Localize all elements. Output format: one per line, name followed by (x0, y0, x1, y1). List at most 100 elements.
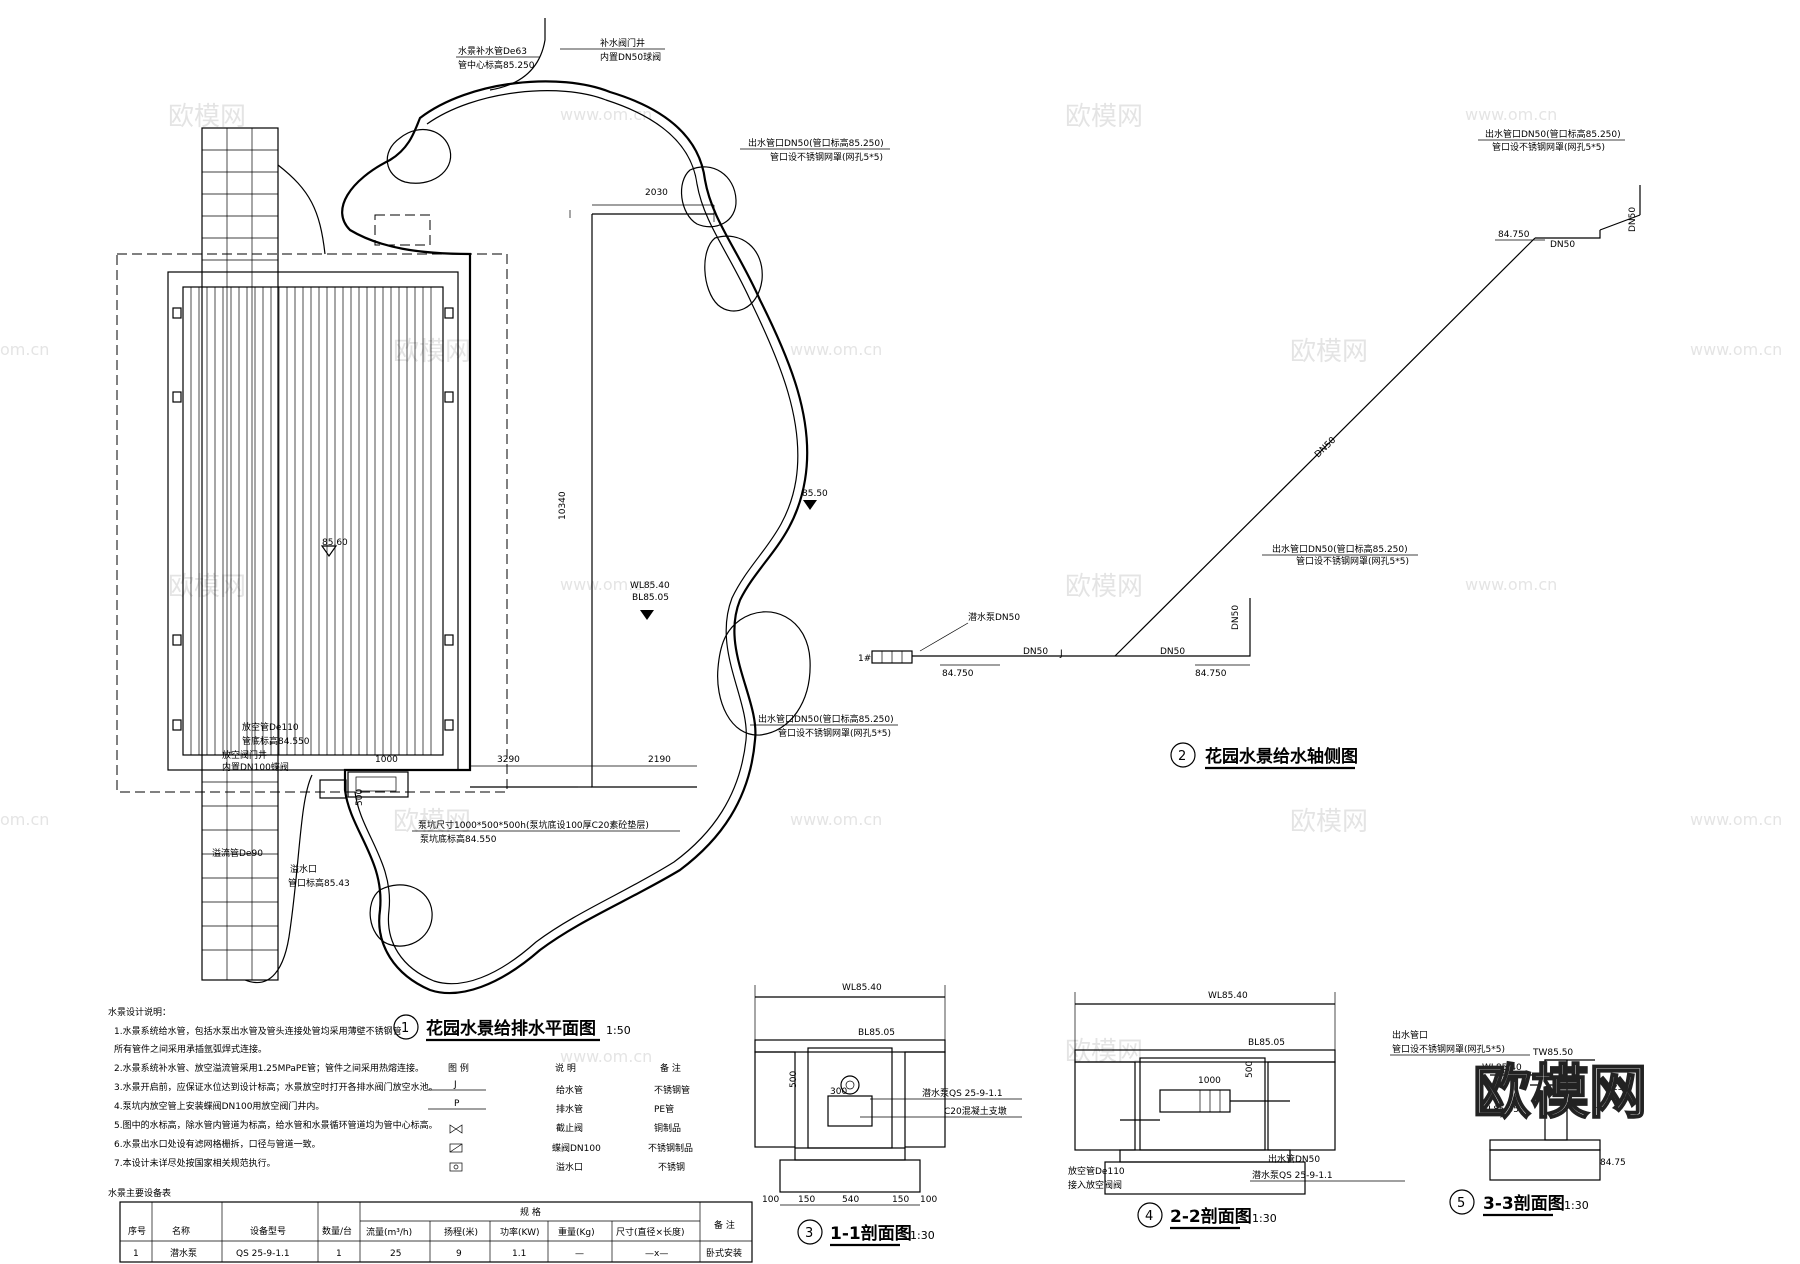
cell-qty: 1 (336, 1249, 342, 1259)
overflow-elev-label: 管口标高85.43 (288, 877, 350, 889)
outlet-a-label: 出水管口DN50(管口标高85.250) (748, 137, 884, 149)
legend-desc: 排水管 (556, 1103, 583, 1115)
bl-label: BL85.05 (632, 593, 669, 603)
s3-wl: WL85.40 (1482, 1063, 1522, 1073)
s1-pad-label: C20混凝土支墩 (944, 1105, 1007, 1117)
elev-low: 84.750 (942, 669, 974, 679)
butterfly-valve-icon (449, 1143, 463, 1153)
outlet-mid-note: 管口设不锈钢网罩(网孔5*5) (1296, 555, 1409, 567)
table-row: 1 潜水泵 QS 25-9-1.1 1 25 9 1.1 — —x— 卧式安装 (133, 1247, 742, 1259)
dim-10340: 10340 (558, 491, 568, 520)
deck-posts (172, 307, 454, 731)
th-size: 尺寸(直径×长度) (616, 1226, 685, 1238)
watermark-url: www.om.cn (1690, 810, 1782, 829)
cell-size: —x— (645, 1249, 668, 1259)
elevation-marker (803, 500, 817, 510)
boulder (704, 235, 763, 312)
th-spec: 规 格 (520, 1206, 541, 1218)
pond-outline (341, 80, 809, 995)
drain-pipe-upper (277, 164, 326, 255)
s1-dim: 500 (789, 1071, 799, 1088)
outlet-a-note: 管口设不锈钢网罩(网孔5*5) (770, 151, 883, 163)
th-no: 序号 (128, 1225, 146, 1237)
watermark-brand: 欧模网 (393, 807, 471, 837)
outlet-top-label: 出水管口DN50(管口标高85.250) (1485, 128, 1621, 140)
wl-label: WL85.40 (630, 581, 670, 591)
boulder (369, 884, 433, 947)
note-line: 5.图中的水标高，除水管内管道为标高，给水管和水景循环管道均为管中心标高。 (114, 1119, 438, 1131)
elevation-marker (640, 610, 654, 620)
plan-number: 1 (401, 1021, 409, 1036)
s3-dim: 25 (1612, 1083, 1623, 1093)
legend-symbol-j: J (453, 1080, 457, 1090)
notes-heading: 水景设计说明： (108, 1006, 171, 1018)
drain-valve-inner-label: 内置DN100蝶阀 (222, 761, 289, 773)
outlet-top-note: 管口设不锈钢网罩(网孔5*5) (1492, 141, 1605, 153)
s1-dim: 150 (798, 1195, 815, 1205)
outlet-mid-label: 出水管口DN50(管口标高85.250) (1272, 543, 1408, 555)
watermark-brand: 欧模网 (1065, 572, 1143, 602)
dn50-label: DN50 (1160, 647, 1185, 657)
s1-scale: 1:30 (910, 1229, 935, 1242)
legend-desc: 蝶阀DN100 (552, 1142, 601, 1154)
valve-inner-label: 内置DN50球阀 (600, 51, 661, 63)
pond-inner-outline (354, 90, 799, 985)
watermark-url: www.om.cn (790, 340, 882, 359)
legend-note: 不锈钢管 (654, 1084, 690, 1096)
drawing-number-circle (797, 1219, 823, 1245)
s1-dim: 150 (892, 1195, 909, 1205)
s3-outlet-label: 出水管口 (1392, 1029, 1428, 1041)
th-head: 扬程(米) (444, 1226, 478, 1238)
watermark-brand: 欧模网 (1290, 337, 1368, 367)
s2-scale: 1:30 (1252, 1212, 1277, 1225)
s1-title: 1-1剖面图 (830, 1223, 912, 1244)
drawing-number-circle (1170, 742, 1196, 768)
s3-bottom: 84.75 (1600, 1158, 1626, 1168)
section-1-1: WL85.40 BL85.05 300 500 潜水泵QS 25-9-1.1 C… (754, 983, 1022, 1247)
equipment-title: 水景主要设备表 (108, 1187, 171, 1199)
s2-number: 4 (1145, 1209, 1153, 1224)
pump-pit (347, 771, 409, 798)
th-note: 备 注 (714, 1219, 735, 1231)
boulder (717, 611, 811, 736)
pipe-j: J (1059, 649, 1063, 659)
pit-elev-label: 泵坑底标高84.550 (420, 833, 497, 845)
gravel-base (779, 1159, 921, 1193)
watermark-url: www.om.cn (560, 575, 652, 594)
s2-pump-label: 潜水泵QS 25-9-1.1 (1252, 1169, 1333, 1181)
overflow-pipe (244, 774, 313, 984)
s1-number: 3 (805, 1226, 813, 1241)
s2-dim: 1000 (1198, 1076, 1221, 1086)
s3-bl: BL85.05 (1482, 1105, 1519, 1115)
watermark-brand: 欧模网 (1065, 102, 1143, 132)
watermark-url: om.cn (0, 810, 49, 829)
note-line: 6.水景出水口处设有滤网格栅拆，口径与管道一致。 (114, 1138, 321, 1150)
pump-pit (807, 1047, 893, 1149)
section-3-3: 出水管口 管口设不锈钢网罩(网孔5*5) TW85.50 WL85.40 BL8… (1390, 1029, 1626, 1217)
th-weight: 重量(Kg) (558, 1226, 595, 1238)
dn50-top-riser: DN50 (1628, 207, 1638, 232)
pump-tag: 1# (858, 654, 871, 664)
plan-view: 85.60 85.50 WL85.40 BL85.05 2030 10340 3… (116, 18, 898, 1042)
dim-500: 500 (355, 789, 365, 806)
s1-dim: 540 (842, 1195, 859, 1205)
s3-number: 5 (1457, 1196, 1465, 1211)
elev-top: 84.750 (1498, 230, 1530, 240)
legend-desc: 溢水口 (556, 1161, 583, 1173)
drain-pipe-label: 放空管De110 (242, 721, 299, 733)
s3-scale: 1:30 (1564, 1199, 1589, 1212)
cell-model: QS 25-9-1.1 (236, 1249, 290, 1259)
outlet-b-label: 出水管口DN50(管口标高85.250) (758, 713, 894, 725)
drain-elev-label: 管底标高84.550 (242, 735, 310, 747)
drain-valve-well-label: 放空阀门井 (222, 749, 267, 761)
timber-deck (167, 271, 459, 771)
legend-note: 铜制品 (654, 1122, 681, 1134)
cell-flow: 25 (390, 1249, 401, 1259)
s2-dim: 500 (1245, 1061, 1255, 1078)
th-qty: 数量/台 (322, 1225, 352, 1237)
s1-bl: BL85.05 (858, 1028, 895, 1038)
overflow-port-label: 溢水口 (290, 863, 317, 875)
dim-2190: 2190 (648, 755, 671, 765)
gravel-base (1104, 1161, 1306, 1195)
axon-view: 1# 潜水泵DN50 DN50 DN50 J 84.750 84.750 DN5… (858, 128, 1641, 770)
